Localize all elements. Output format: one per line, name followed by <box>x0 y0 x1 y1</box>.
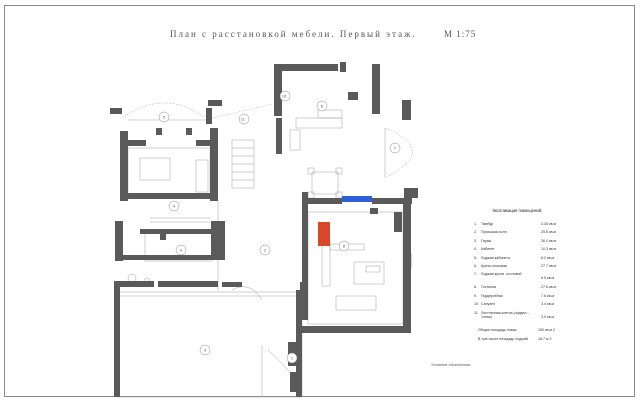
room-num: 5. <box>474 255 477 260</box>
room-row: 5. Лоджия кабинета 6.2 кв.м <box>470 256 582 264</box>
room-row: 4. Кабинет 10.3 кв.м <box>470 247 582 255</box>
room-area: 25.6 кв.м <box>541 230 556 235</box>
room-marker-9 <box>175 244 187 256</box>
room-area: 6.5 кв.м <box>541 276 554 281</box>
room-num: 7. <box>474 272 477 277</box>
room-marker-10 <box>279 90 291 102</box>
loggia-area-label: В том числе площадь лоджий <box>478 337 528 341</box>
sheet-frame <box>4 5 635 397</box>
room-number-5: 5 <box>163 114 166 119</box>
room-area: 26.0 кв.м <box>541 238 556 243</box>
window-blue <box>342 196 372 202</box>
legend-label: Условные обозначения: <box>431 363 471 367</box>
room-marker-2 <box>259 244 271 256</box>
room-marker-6 <box>316 100 328 112</box>
room-area: 3.4 кв.м <box>541 302 554 307</box>
room-marker-5 <box>158 111 170 123</box>
room-row: 1. Тамбур 3.45 кв.м <box>470 222 582 230</box>
room-name: Гостиная <box>481 285 497 290</box>
plan-title: План с расстановкой мебели. Первый этаж. <box>170 29 417 39</box>
room-row: 3. Гараж 26.0 кв.м <box>470 239 582 247</box>
room-row: 8. Гостиная 27.6 кв.м <box>470 285 582 293</box>
room-number-6: 6 <box>321 103 324 108</box>
room-number-9: 9 <box>180 247 183 252</box>
room-number-10: 10 <box>282 93 287 98</box>
loggia-area-value: 18.7 м 2 <box>538 337 552 341</box>
room-name: Гардеробная <box>481 293 503 298</box>
room-number-1: 1 <box>291 355 294 360</box>
room-number-11: 11 <box>241 116 246 121</box>
room-row: 2. Прихожая-холл 25.6 кв.м <box>470 230 582 238</box>
room-name: Кабинет <box>481 247 495 252</box>
room-marker-3 <box>199 344 211 356</box>
room-number-4: 4 <box>173 203 176 208</box>
room-number-2: 2 <box>264 247 267 252</box>
room-area: 27.6 кв.м <box>541 285 556 290</box>
room-area: 3.9 кв.м <box>541 314 554 319</box>
room-marker-1 <box>286 352 298 364</box>
total-area-row: Общая площадь этажа 150 кв.м 2 <box>478 328 555 332</box>
loggia-area-row: В том числе площадь лоджий 18.7 м 2 <box>478 337 551 341</box>
room-number-3: 3 <box>204 347 207 352</box>
room-row: 11.Лестничная клетка (подвал - 1этаж) 3.9… <box>470 311 582 324</box>
room-row: 7. Лоджия кухни -столовой 6.5 кв.м <box>470 272 582 285</box>
room-row: 10.Санузел 3.4 кв.м <box>470 302 582 310</box>
room-marker-4 <box>168 200 180 212</box>
room-num: 11. <box>474 310 479 315</box>
room-name: Гараж <box>481 238 492 243</box>
room-num: 2. <box>474 230 477 235</box>
room-markers: 1 2 3 4 5 6 7 8 9 10 11 <box>158 90 401 364</box>
room-num: 6. <box>474 263 477 268</box>
room-num: 1. <box>474 222 477 226</box>
room-area: 6.2 кв.м <box>541 255 554 260</box>
room-name: Кухня-столовая <box>481 263 508 268</box>
plan-scale: М 1:75 <box>444 29 477 39</box>
room-num: 9. <box>474 293 477 298</box>
total-area-value: 150 кв.м 2 <box>538 328 555 332</box>
room-number-8: 8 <box>343 243 346 248</box>
room-marker-7 <box>389 142 401 154</box>
room-num: 10. <box>474 302 479 307</box>
room-explication: Экспликация помещений: 1. Тамбур 3.45 кв.м… <box>470 208 582 324</box>
room-num: 8. <box>474 285 477 290</box>
room-row: 9. Гардеробная 7.6 кв.м <box>470 294 582 302</box>
room-name: Лестничная клетка (подвал - 1этаж) <box>481 310 529 319</box>
room-marker-11 <box>238 113 250 125</box>
room-name: Лоджия кабинета <box>481 255 510 260</box>
total-area-label: Общая площадь этажа <box>478 328 517 332</box>
room-number-7: 7 <box>394 145 397 150</box>
room-area: 3.45 кв.м <box>541 222 556 226</box>
room-name: Прихожая-холл <box>481 230 507 235</box>
room-name: Санузел <box>481 302 495 307</box>
explication-header: Экспликация помещений: <box>492 208 543 213</box>
room-marker-8 <box>338 240 350 252</box>
plan-walls <box>110 62 418 397</box>
room-area: 10.3 кв.м <box>541 247 556 252</box>
room-row: 6. Кухня-столовая 27.7 кв.м <box>470 264 582 272</box>
room-num: 4. <box>474 247 477 252</box>
room-area: 27.7 кв.м <box>541 263 556 268</box>
room-name: Тамбур <box>481 222 494 226</box>
fireplace <box>318 222 330 246</box>
room-num: 3. <box>474 238 477 243</box>
room-area: 7.6 кв.м <box>541 293 554 298</box>
room-name: Лоджия кухни -столовой <box>481 272 522 277</box>
